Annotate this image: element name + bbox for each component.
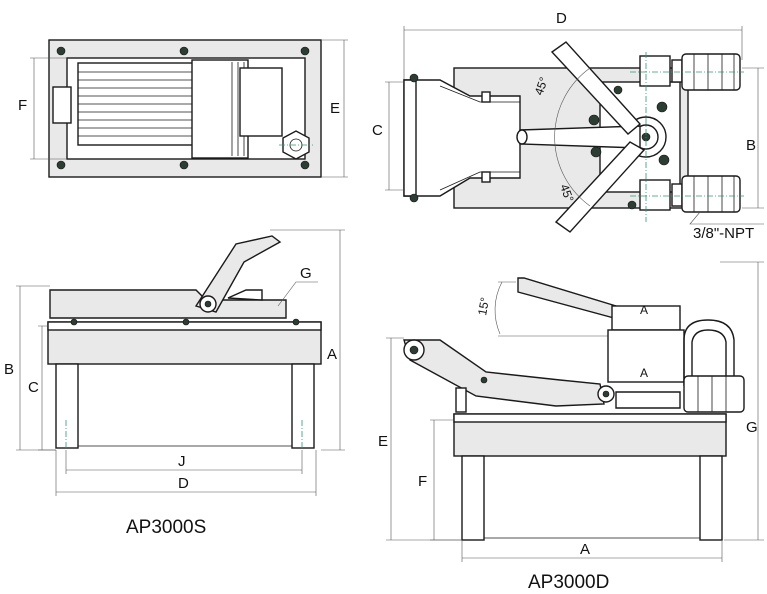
dim-label-f-side: F xyxy=(418,473,427,490)
dim-label-d: D xyxy=(556,10,567,27)
dim-label-d-side: D xyxy=(178,475,189,492)
dim-label-g: G xyxy=(300,265,312,282)
dim-label-c-side: C xyxy=(28,379,39,396)
dim-label-j: J xyxy=(178,453,186,470)
dim-label-a-side: A xyxy=(580,541,590,558)
angle-label-upper: 45° xyxy=(532,75,551,97)
dim-label-f: F xyxy=(18,97,27,114)
label-a-small: A xyxy=(640,366,648,380)
dim-label-e-side: E xyxy=(378,433,388,450)
angle-label-15: 15° xyxy=(475,296,492,316)
dim-label-a: A xyxy=(327,346,337,363)
side-left-view: G A B C J D AP3000S xyxy=(4,229,345,538)
svg-text:A: A xyxy=(640,303,648,317)
dim-label-b-side: B xyxy=(4,361,14,378)
top-left-view: F E xyxy=(18,39,348,178)
angle-label-lower: 45° xyxy=(557,182,576,204)
side-right-view: 15° A A E F G A A xyxy=(378,261,764,593)
top-right-view: D 45° 45° xyxy=(372,10,764,242)
dim-label-b: B xyxy=(746,137,756,154)
bolt xyxy=(56,46,66,56)
dim-label-g-side: G xyxy=(746,419,758,436)
caption-ap3000d: AP3000D xyxy=(528,572,609,593)
dim-label-e: E xyxy=(330,100,340,117)
caption-ap3000s: AP3000S xyxy=(126,517,206,538)
port-label: 3/8"-NPT xyxy=(693,225,754,242)
dim-label-c: C xyxy=(372,122,383,139)
